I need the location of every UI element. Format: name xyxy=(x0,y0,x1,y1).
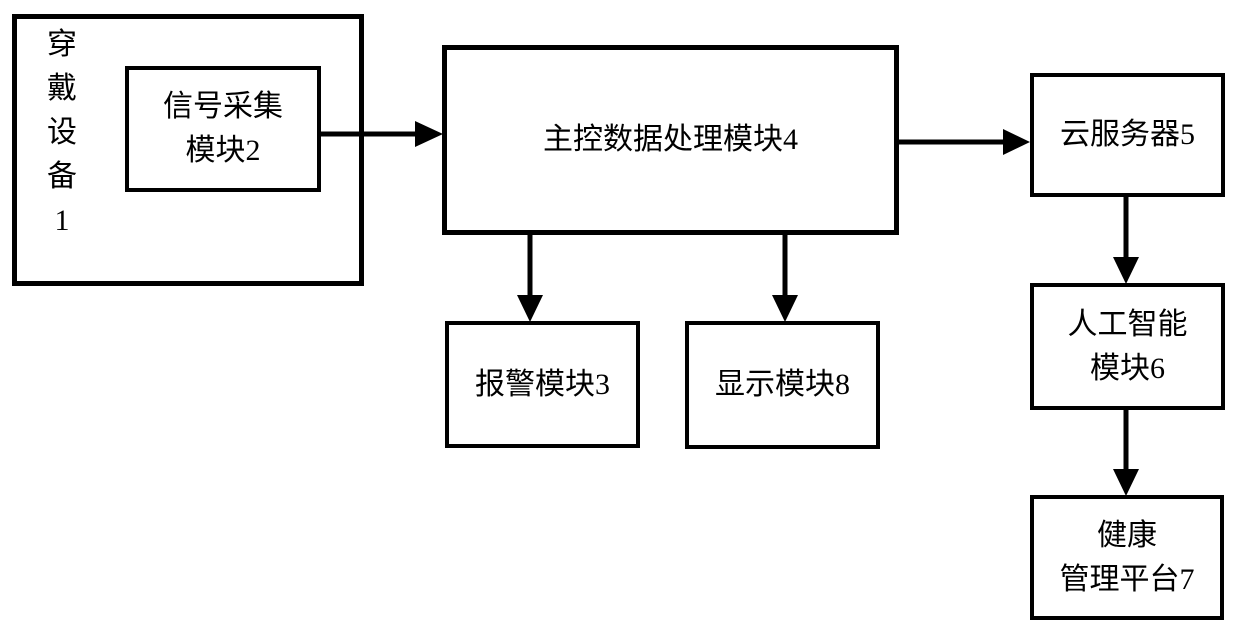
node-health-management-platform-7-label: 健康 管理平台7 xyxy=(1059,518,1195,596)
node-display-module-8: 显示模块8 xyxy=(685,321,880,449)
node-wearable-device-1-label: 穿 戴 设 备 1 xyxy=(47,28,77,237)
node-cloud-server-5: 云服务器5 xyxy=(1030,73,1225,197)
node-signal-acquisition-module-2-label: 信号采集 模块2 xyxy=(163,90,283,167)
node-main-control-data-processing-module-4-label: 主控数据处理模块4 xyxy=(543,123,798,156)
arrow-ai-to-health xyxy=(1113,409,1139,496)
node-display-module-8-label: 显示模块8 xyxy=(715,368,850,401)
arrow-main-to-cloud xyxy=(899,129,1030,155)
node-ai-module-6: 人工智能 模块6 xyxy=(1030,283,1225,410)
node-main-control-data-processing-module-4: 主控数据处理模块4 xyxy=(442,45,899,235)
node-health-management-platform-7: 健康 管理平台7 xyxy=(1030,495,1224,620)
node-signal-acquisition-module-2: 信号采集 模块2 xyxy=(125,66,321,192)
node-cloud-server-5-label: 云服务器5 xyxy=(1060,118,1195,151)
node-alarm-module-3-label: 报警模块3 xyxy=(475,367,610,401)
node-alarm-module-3: 报警模块3 xyxy=(445,321,640,448)
arrow-main-to-alarm xyxy=(517,234,543,322)
node-ai-module-6-label: 人工智能 模块6 xyxy=(1067,307,1188,385)
arrow-main-to-display xyxy=(772,234,798,322)
arrow-cloud-to-ai xyxy=(1113,196,1139,284)
